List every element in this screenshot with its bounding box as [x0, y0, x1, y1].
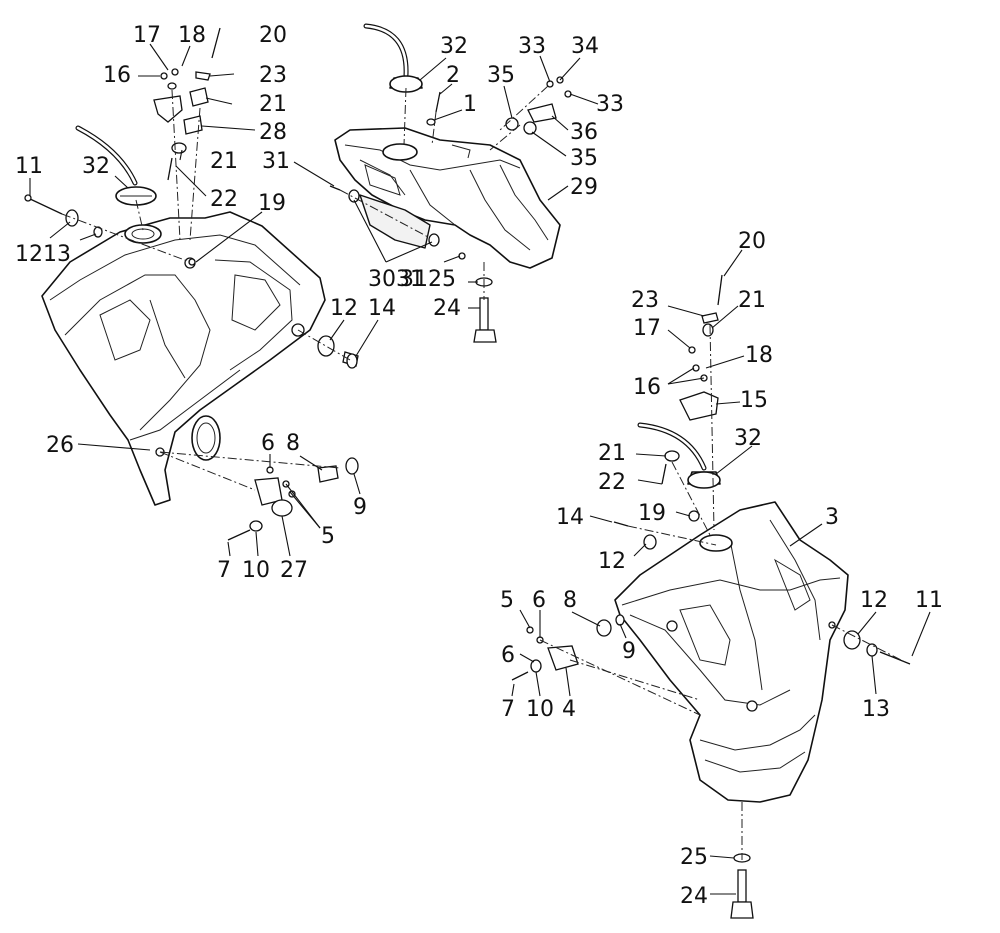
callout-3125: 3125 — [400, 267, 456, 292]
callout-24-middle: 24 — [433, 296, 461, 321]
callout-33-middle-a: 33 — [518, 34, 546, 59]
callout-13-right: 13 — [862, 697, 890, 722]
callout-21-right-a: 21 — [738, 288, 766, 313]
callout-14-right: 14 — [556, 505, 584, 530]
middle-fuel-tank — [334, 127, 561, 269]
callout-34: 34 — [571, 34, 599, 59]
callout-10-left: 10 — [242, 558, 270, 583]
callout-24-right: 24 — [680, 884, 708, 909]
callout-3031: 3031 — [368, 267, 424, 292]
callout-9-left: 9 — [353, 495, 367, 520]
callout-2: 2 — [446, 63, 460, 88]
right-fuel-tank — [614, 501, 849, 803]
callout-32-left: 32 — [82, 154, 110, 179]
left-hardware — [24, 27, 359, 541]
middle-fuel-cap — [363, 23, 423, 93]
callout-3: 3 — [825, 505, 839, 530]
callout-29: 29 — [570, 175, 598, 200]
callout-36: 36 — [570, 120, 598, 145]
callout-27: 27 — [280, 558, 308, 583]
callout-8-right: 8 — [563, 588, 577, 613]
callout-25-right: 25 — [680, 845, 708, 870]
callout-18-left: 18 — [178, 23, 206, 48]
callout-7-left: 7 — [217, 558, 231, 583]
callout-20-left: 20 — [259, 23, 287, 48]
callout-10-right: 10 — [526, 697, 554, 722]
left-fuel-cap — [75, 125, 157, 206]
callout-32-right: 32 — [734, 426, 762, 451]
callout-6-right-a: 6 — [532, 588, 546, 613]
callout-21-left-a: 21 — [259, 92, 287, 117]
callout-28: 28 — [259, 120, 287, 145]
callout-12-right-a: 12 — [598, 549, 626, 574]
right-assembly-lines — [539, 324, 906, 860]
left-fuel-tank — [41, 211, 326, 506]
callout-6-left: 6 — [261, 431, 275, 456]
callout-20-right: 20 — [738, 229, 766, 254]
callout-22-left: 22 — [210, 187, 238, 212]
callout-11-left: 11 — [15, 154, 43, 179]
callout-19-right: 19 — [638, 501, 666, 526]
callout-6-right-b: 6 — [501, 643, 515, 668]
callout-1: 1 — [463, 92, 477, 117]
middle-assembly-lines — [339, 85, 549, 300]
callout-11-right: 11 — [915, 588, 943, 613]
callout-16-right: 16 — [633, 375, 661, 400]
callout-1213: 1213 — [15, 242, 71, 267]
callout-5-right: 5 — [500, 588, 514, 613]
callout-4: 4 — [562, 697, 576, 722]
callout-5-left: 5 — [321, 524, 335, 549]
callout-16-left: 16 — [103, 63, 131, 88]
callout-labels: 17 18 20 16 23 21 28 21 11 32 22 19 1213… — [15, 23, 943, 909]
callout-9-right: 9 — [622, 639, 636, 664]
callout-12-left: 12 — [330, 296, 358, 321]
callout-35-middle-b: 35 — [570, 146, 598, 171]
callout-31-middle: 31 — [262, 149, 290, 174]
left-assembly-lines — [61, 89, 351, 491]
callout-15: 15 — [740, 388, 768, 413]
callout-22-right: 22 — [598, 470, 626, 495]
callout-7-right: 7 — [501, 697, 515, 722]
callout-21-right-b: 21 — [598, 441, 626, 466]
callout-18-right: 18 — [745, 343, 773, 368]
callout-33-middle-b: 33 — [596, 92, 624, 117]
right-hardware — [511, 274, 911, 919]
callout-17-left: 17 — [133, 23, 161, 48]
leader-lines — [29, 43, 931, 895]
callout-8-left: 8 — [286, 431, 300, 456]
callout-14-left: 14 — [368, 296, 396, 321]
callout-32-middle: 32 — [440, 34, 468, 59]
callout-12-right-b: 12 — [860, 588, 888, 613]
right-fuel-cap — [637, 422, 721, 489]
callout-21-left-b: 21 — [210, 149, 238, 174]
callout-23-right: 23 — [631, 288, 659, 313]
callout-23-left: 23 — [259, 63, 287, 88]
callout-17-right: 17 — [633, 316, 661, 341]
callout-35-middle-a: 35 — [487, 63, 515, 88]
callout-19-left: 19 — [258, 191, 286, 216]
callout-26: 26 — [46, 433, 74, 458]
